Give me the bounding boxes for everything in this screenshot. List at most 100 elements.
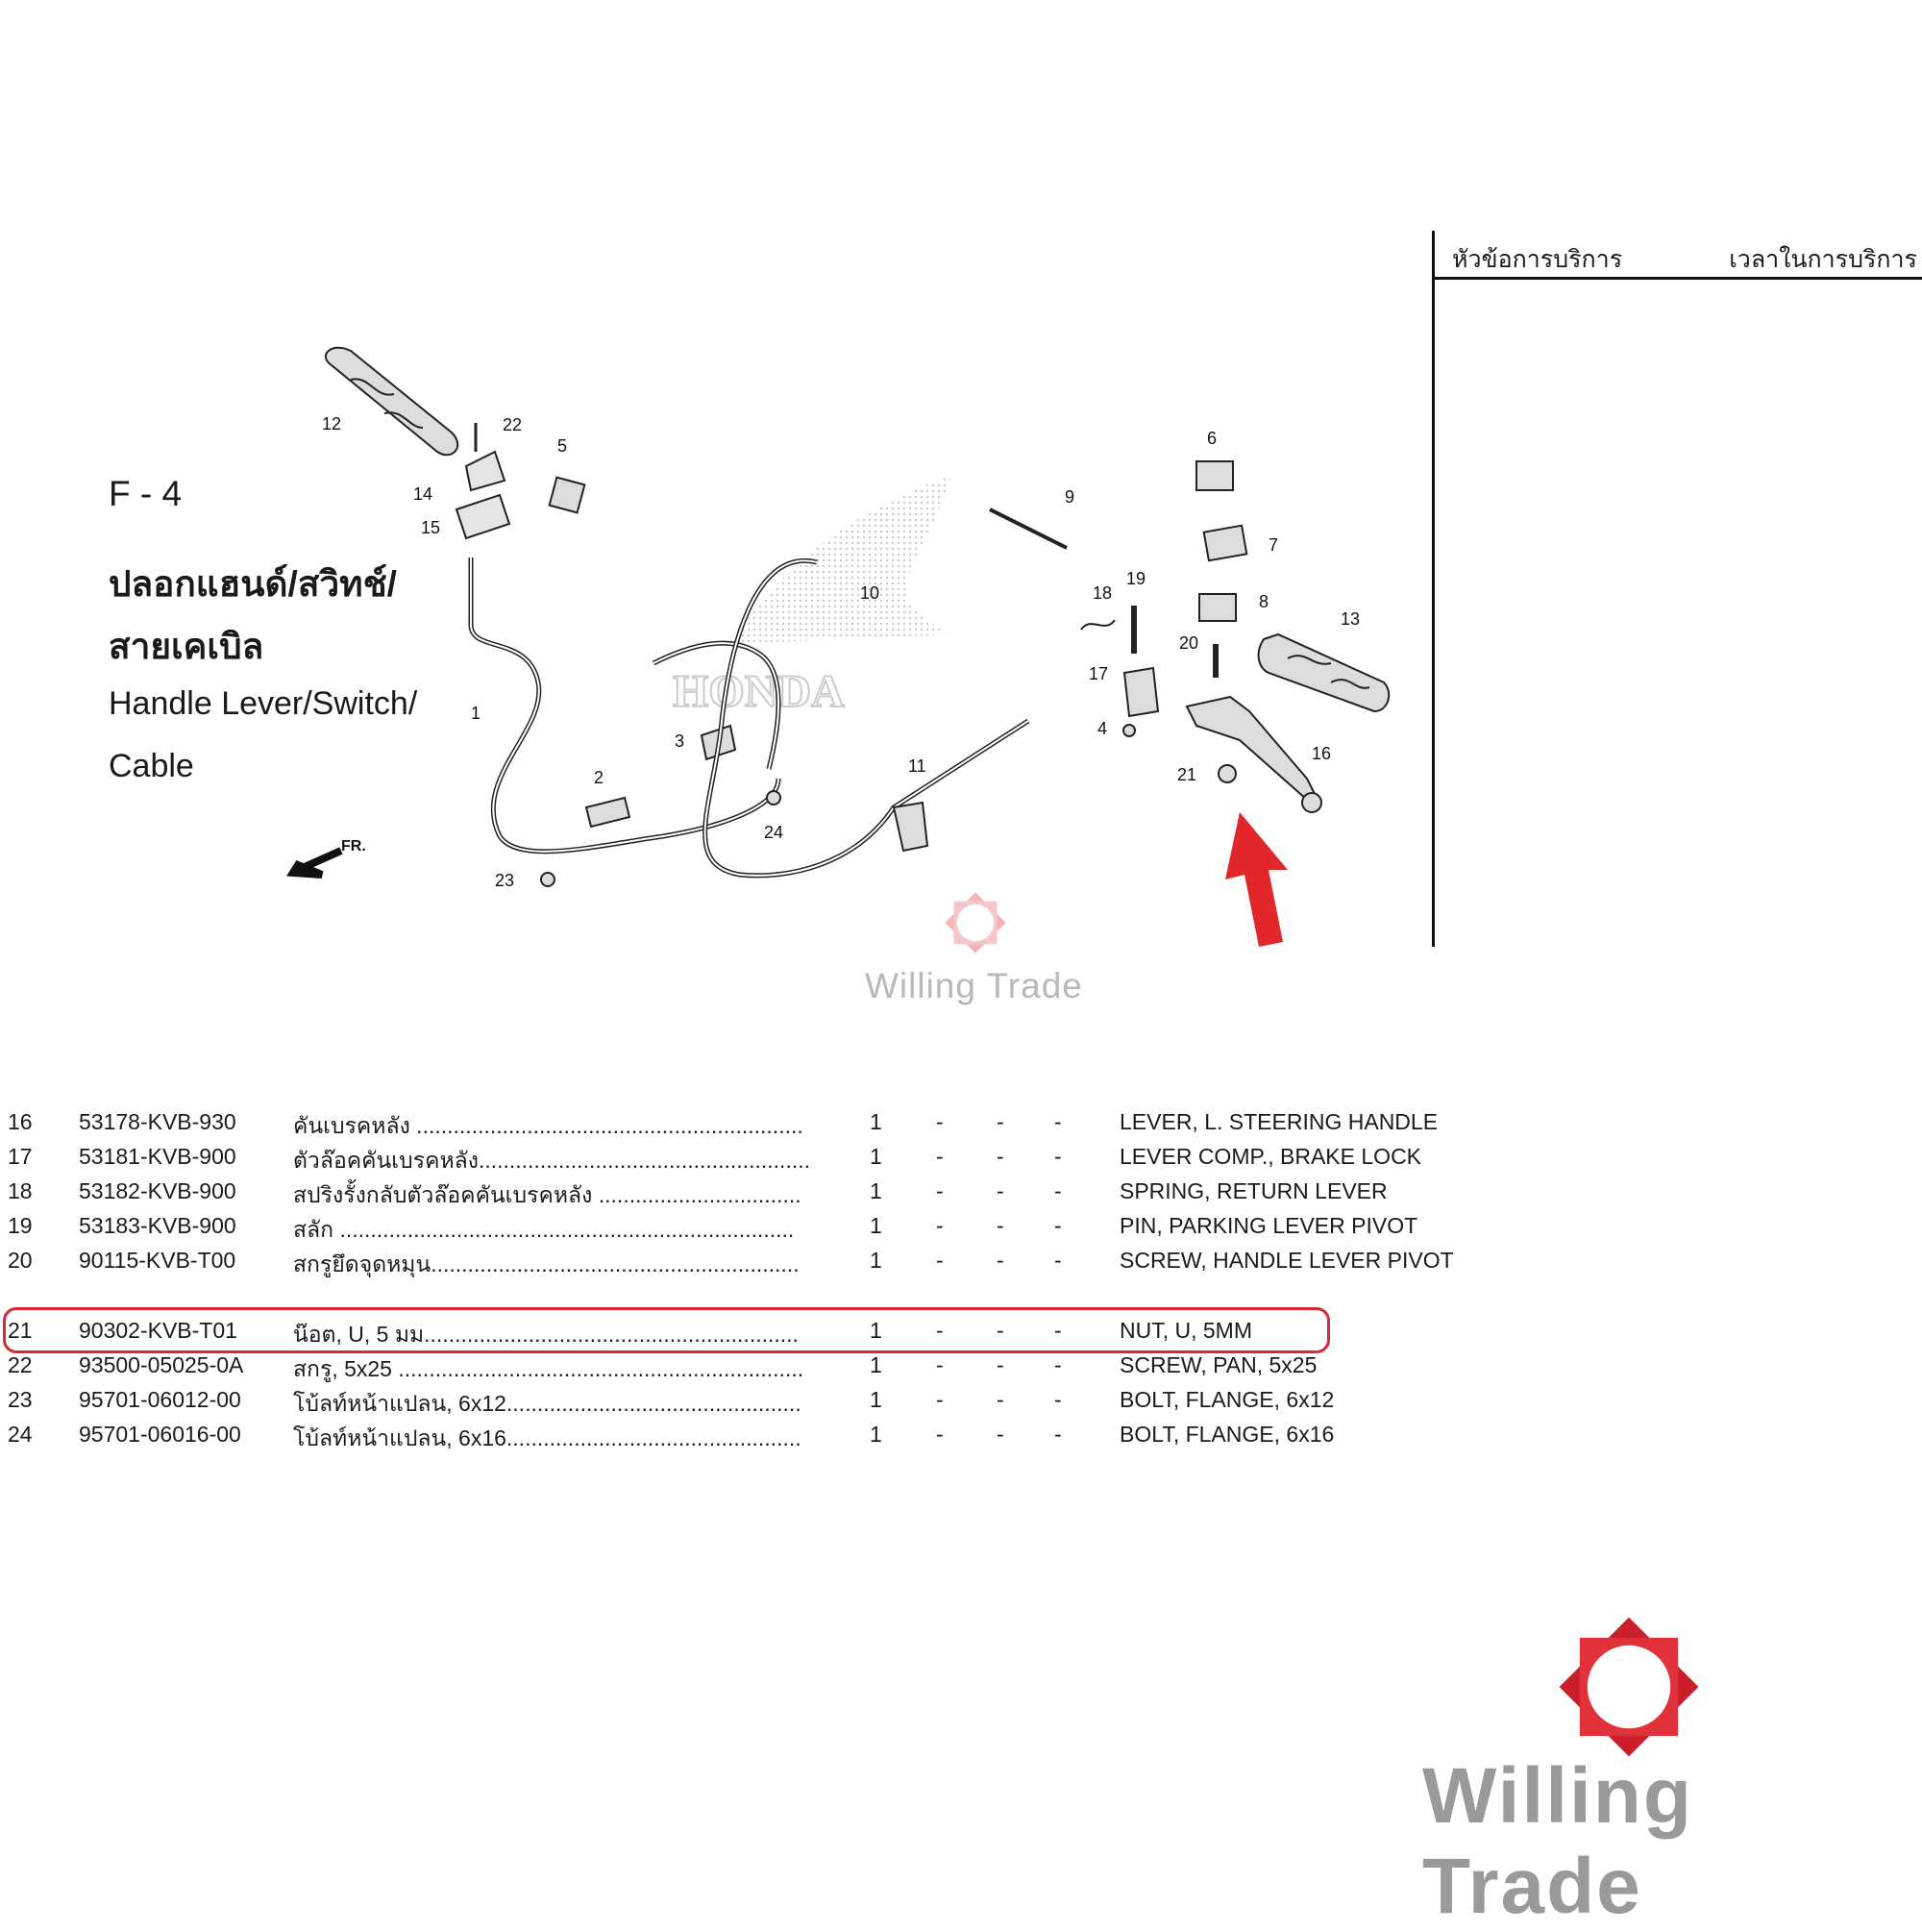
service-time-header: เวลาในการบริการ (1729, 246, 1917, 273)
callout-9: 9 (1065, 487, 1074, 507)
part-name-th: ตัวล๊อคคันเบรคหลัง......................… (293, 1148, 811, 1173)
part-name-th: โบ้ลท์หน้าแปลน, 6x16....................… (293, 1425, 801, 1450)
part-ref-no: 17 (8, 1144, 33, 1169)
part-col-c: - (1054, 1213, 1062, 1238)
callout-3: 3 (675, 731, 684, 751)
part-4 (1122, 724, 1136, 737)
honda-wing-watermark (730, 476, 951, 644)
part-col-b: - (997, 1213, 1004, 1238)
callout-2: 2 (594, 768, 604, 787)
part-col-b: - (997, 1352, 1004, 1377)
part-name-th: โบ้ลท์หน้าแปลน, 6x12....................… (293, 1391, 801, 1416)
part-col-a: - (936, 1213, 944, 1238)
part-number: 95701-06012-00 (79, 1387, 241, 1412)
highlight-outline (3, 1307, 1330, 1353)
part-name-th: สกรูยึดจุดหมุน..........................… (293, 1251, 800, 1276)
part-name-en: LEVER, L. STEERING HANDLE (1120, 1109, 1439, 1134)
part-qty: 1 (870, 1352, 882, 1377)
figure-title-th-line2: สายเคเบิล (109, 627, 264, 666)
part-col-c: - (1054, 1387, 1062, 1412)
part-ref-no: 22 (8, 1352, 33, 1377)
part-col-a: - (936, 1178, 944, 1203)
part-col-c: - (1054, 1248, 1062, 1273)
part-col-b: - (997, 1318, 1004, 1343)
table-row: 16 53178-KVB-930 คันเบรคหลัง ...........… (0, 1105, 1461, 1140)
switch-7 (1202, 524, 1248, 562)
part-name-en: PIN, PARKING LEVER PIVOT (1120, 1213, 1418, 1238)
figure-title-en-line1: Handle Lever/Switch/ (109, 685, 418, 722)
part-ref-no: 21 (8, 1318, 33, 1343)
brake-lever-16 (1185, 695, 1318, 802)
honda-text-watermark: HONDA (673, 666, 845, 717)
callout-16: 16 (1312, 744, 1331, 763)
part-number: 53183-KVB-900 (79, 1213, 236, 1238)
part-col-c: - (1054, 1144, 1062, 1169)
callout-15: 15 (421, 518, 440, 537)
part-qty: 1 (870, 1387, 882, 1412)
wire-9 (989, 508, 1068, 550)
part-col-b: - (997, 1109, 1004, 1134)
callout-7: 7 (1269, 535, 1278, 555)
part-number: 53178-KVB-930 (79, 1109, 236, 1134)
figure-code: F - 4 (109, 474, 183, 513)
part-col-a: - (936, 1352, 944, 1377)
part-ref-no: 24 (8, 1422, 33, 1447)
right-grip (1257, 632, 1391, 713)
part-col-c: - (1054, 1109, 1062, 1134)
table-row-highlighted: 21 90302-KVB-T01 น๊อต, U, 5 มม..........… (0, 1314, 1461, 1349)
part-name-th: คันเบรคหลัง ............................… (293, 1113, 803, 1138)
willing-trade-logo (1559, 1617, 1699, 1757)
part-ref-no: 19 (8, 1213, 33, 1238)
callout-20: 20 (1179, 633, 1198, 653)
callout-6: 6 (1207, 429, 1217, 448)
switch-6 (1195, 460, 1234, 491)
part-name-en: NUT, U, 5MM (1120, 1318, 1252, 1343)
spring-18 (1080, 619, 1116, 631)
part-number: 93500-05025-0A (79, 1352, 244, 1377)
part-col-a: - (936, 1109, 944, 1134)
switch-5 (548, 476, 586, 514)
part-col-c: - (1054, 1178, 1062, 1203)
callout-4: 4 (1097, 719, 1107, 738)
part-name-en: BOLT, FLANGE, 6x16 (1120, 1422, 1335, 1447)
part-col-b: - (997, 1422, 1004, 1447)
service-topic-header: หัวข้อการบริการ (1452, 246, 1623, 273)
left-grip (324, 346, 459, 457)
part-col-a: - (936, 1248, 944, 1273)
table-row: 18 53182-KVB-900 สปริงรั้งกลับตัวล๊อคคัน… (0, 1175, 1461, 1209)
callout-24: 24 (764, 823, 783, 842)
highlight-arrow (1225, 812, 1288, 947)
service-time-panel: หัวข้อการบริการ เวลาในการบริการ (1432, 231, 1922, 947)
callout-13: 13 (1341, 609, 1360, 629)
part-name-en: BOLT, FLANGE, 6x12 (1120, 1387, 1335, 1412)
callout-14: 14 (413, 484, 432, 504)
part-name-en: SCREW, HANDLE LEVER PIVOT (1120, 1248, 1454, 1273)
callout-11: 11 (908, 756, 926, 776)
callout-21: 21 (1177, 765, 1196, 784)
table-row: 19 53183-KVB-900 สลัก ..................… (0, 1209, 1461, 1244)
callout-17: 17 (1089, 664, 1108, 683)
bolt-24 (766, 790, 781, 805)
nut-21 (1218, 764, 1237, 783)
part-number: 90302-KVB-T01 (79, 1318, 237, 1343)
part-col-b: - (997, 1248, 1004, 1273)
part-name-th: น๊อต, U, 5 มม...........................… (293, 1322, 799, 1347)
part-col-a: - (936, 1144, 944, 1169)
part-col-a: - (936, 1387, 944, 1412)
table-row: 20 90115-KVB-T00 สกรูยึดจุดหมุน.........… (0, 1244, 1461, 1278)
part-name-th: สปริงรั้งกลับตัวล๊อคคันเบรคหลัง ........… (293, 1182, 801, 1207)
part-name-en: SPRING, RETURN LEVER (1120, 1178, 1388, 1203)
part-name-en: LEVER COMP., BRAKE LOCK (1120, 1144, 1422, 1169)
callout-5: 5 (557, 436, 567, 456)
bracket-2 (584, 796, 631, 829)
part-ref-no: 16 (8, 1109, 33, 1134)
callout-1: 1 (471, 704, 480, 723)
part-ref-no: 18 (8, 1178, 33, 1203)
part-number: 53182-KVB-900 (79, 1178, 236, 1203)
willing-trade-logo-small (945, 892, 1006, 954)
part-qty: 1 (870, 1318, 882, 1343)
left-switch-lower (455, 493, 511, 540)
callout-18: 18 (1093, 583, 1112, 603)
left-switch-upper (464, 450, 506, 492)
callout-8: 8 (1259, 592, 1269, 611)
